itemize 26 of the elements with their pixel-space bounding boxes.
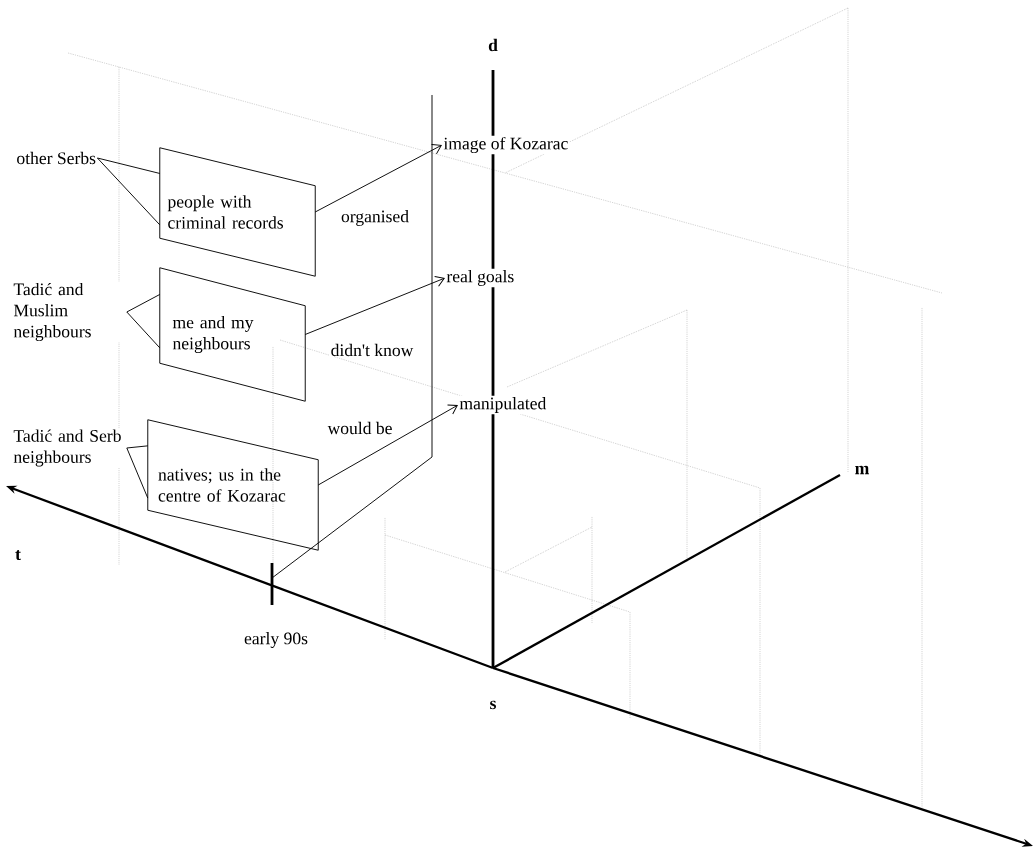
connector-line	[126, 293, 161, 313]
parallelogram-box: people with criminal records	[159, 147, 316, 277]
parallelogram-box: me and my neighbours	[159, 267, 306, 402]
connector-line	[126, 445, 149, 449]
connector-line	[126, 447, 149, 499]
connector-line	[126, 311, 161, 349]
text-label: Tadić and Muslim neighbours	[12, 281, 127, 343]
text-label: image of Kozarac	[442, 135, 570, 155]
arrow	[304, 276, 445, 335]
text-label: Tadić and Serb neighbours	[12, 428, 127, 468]
text-label: real goals	[445, 268, 516, 288]
arrow	[314, 144, 442, 213]
connector-line	[96, 157, 161, 174]
tick-label: early 90s	[244, 632, 308, 648]
axis-label: d	[488, 38, 498, 52]
axis-label: m	[855, 465, 869, 475]
edge-label: would be	[326, 420, 394, 436]
edge-label: didn't know	[329, 342, 415, 358]
parallelogram-box: natives; us in the centre of Kozarac	[147, 419, 319, 551]
axis-label: t	[15, 549, 21, 560]
arrow	[317, 404, 458, 486]
text-label: manipulated	[458, 395, 548, 415]
connector-line	[96, 157, 161, 226]
text-label: other Serbs	[15, 150, 98, 166]
axis-label: s	[490, 700, 496, 710]
edge-label: organised	[339, 208, 411, 228]
